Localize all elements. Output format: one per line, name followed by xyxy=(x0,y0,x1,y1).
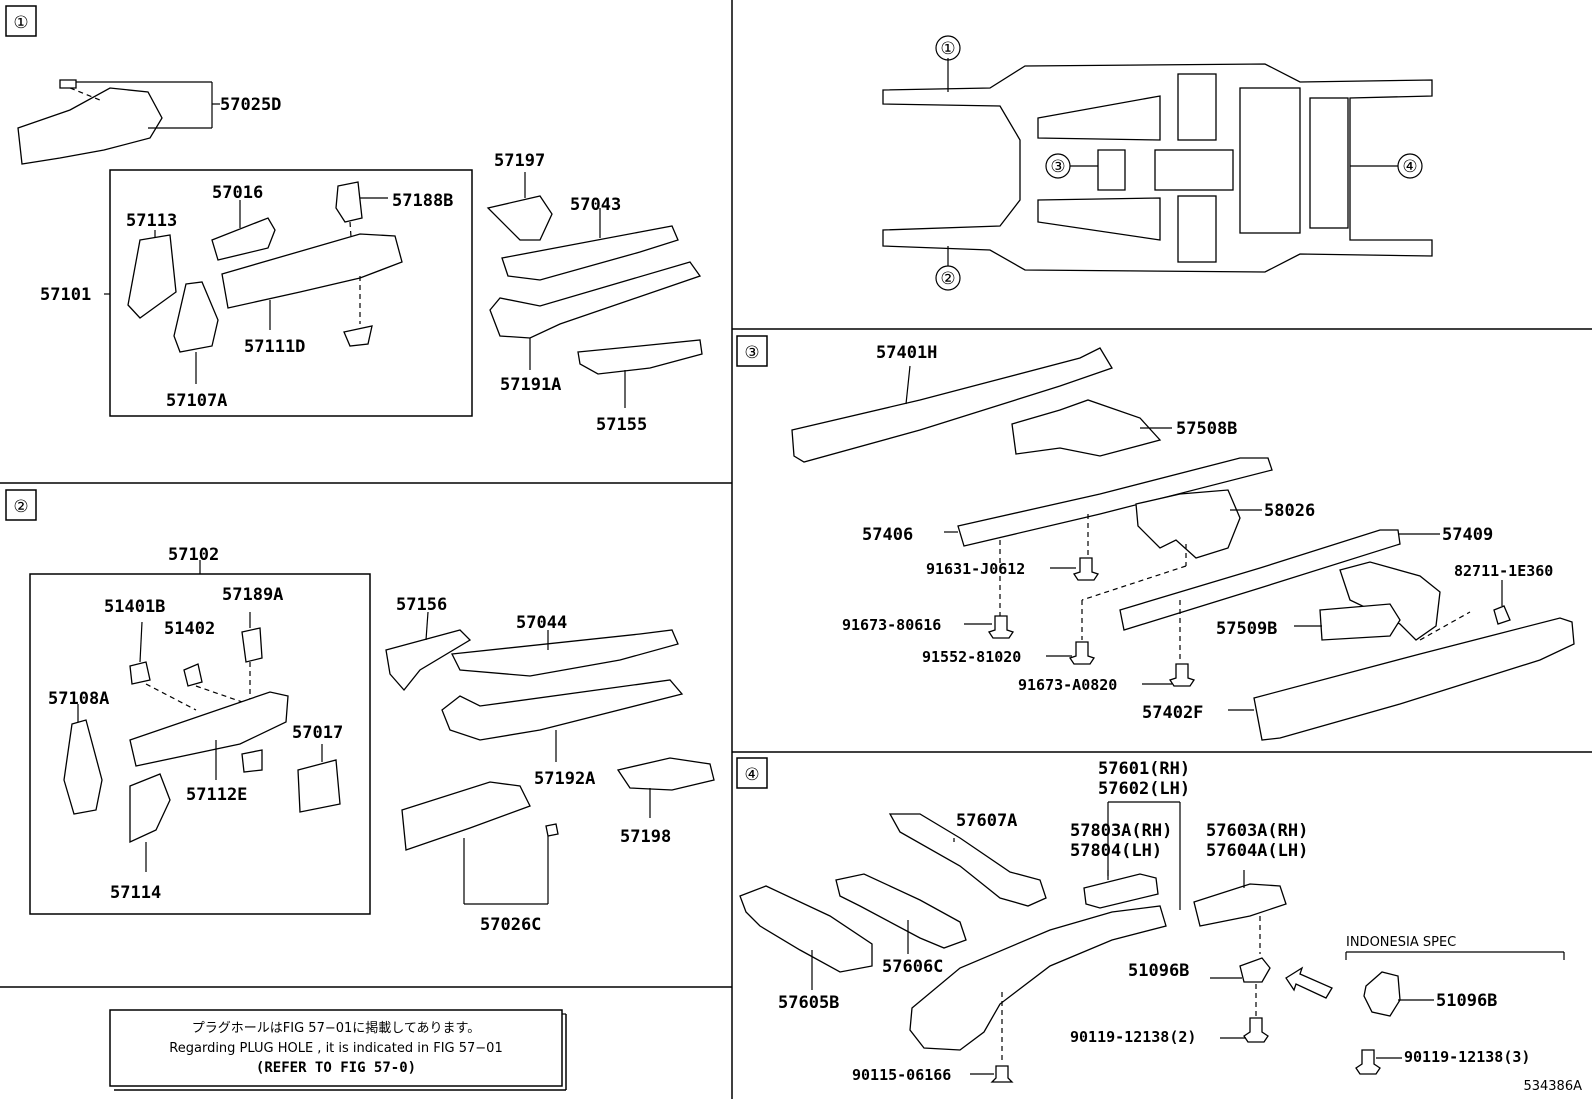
svg-text:③: ③ xyxy=(1050,157,1065,177)
label-57112E: 57112E xyxy=(186,785,247,805)
label-57401H: 57401H xyxy=(876,343,937,363)
label-90119-12138-2: 90119-12138(2) xyxy=(1070,1028,1196,1046)
section-2-labels: 57102 51401B 57189A 51402 57108A 57017 5… xyxy=(48,545,671,935)
label-91631-J0612: 91631-J0612 xyxy=(926,560,1025,578)
label-58026: 58026 xyxy=(1264,501,1315,521)
label-57604A-lh: 57604A(LH) xyxy=(1206,841,1308,861)
label-51402: 51402 xyxy=(164,619,215,639)
label-91552-81020: 91552-81020 xyxy=(922,648,1021,666)
section-3-labels: 57401H 57508B 58026 57406 57409 91631-J0… xyxy=(842,343,1553,723)
label-57025D: 57025D xyxy=(220,95,281,115)
svg-text:④: ④ xyxy=(744,765,759,785)
figure-id: 534386A xyxy=(1523,1079,1582,1094)
svg-text:②: ② xyxy=(940,269,955,289)
label-57108A: 57108A xyxy=(48,689,109,709)
label-51096B-indonesia: 51096B xyxy=(1436,991,1497,1011)
label-57017: 57017 xyxy=(292,723,343,743)
label-57606C: 57606C xyxy=(882,957,943,977)
label-91673-80616: 91673-80616 xyxy=(842,616,941,634)
section-3-parts xyxy=(791,347,1575,741)
label-57607A: 57607A xyxy=(956,811,1017,831)
label-57102: 57102 xyxy=(168,545,219,565)
label-57155: 57155 xyxy=(596,415,647,435)
section-2-parts xyxy=(29,560,715,915)
label-57043: 57043 xyxy=(570,195,621,215)
label-57101: 57101 xyxy=(40,285,91,305)
section-4-parts xyxy=(739,801,1565,1083)
section-4-labels: 57601(RH) 57602(LH) 57607A 57803A(RH) 57… xyxy=(778,759,1530,1084)
svg-text:②: ② xyxy=(13,497,28,517)
label-57605B: 57605B xyxy=(778,993,839,1013)
label-57191A: 57191A xyxy=(500,375,561,395)
section-marker-2: ② xyxy=(5,489,37,521)
section-1-parts xyxy=(17,79,703,417)
label-57044: 57044 xyxy=(516,613,567,633)
label-57111D: 57111D xyxy=(244,337,305,357)
label-57156: 57156 xyxy=(396,595,447,615)
plug-hole-note: プラグホールはFIG 57−01に掲載してあります。 Regarding PLU… xyxy=(109,1009,567,1091)
section-marker-1: ① xyxy=(5,5,37,37)
svg-text:④: ④ xyxy=(1402,157,1417,177)
label-57509B: 57509B xyxy=(1216,619,1277,639)
label-57114: 57114 xyxy=(110,883,161,903)
label-51096B: 51096B xyxy=(1128,961,1189,981)
label-57409: 57409 xyxy=(1442,525,1493,545)
note-ref: (REFER TO FIG 57-0) xyxy=(256,1060,416,1076)
label-57113: 57113 xyxy=(126,211,177,231)
note-jp: プラグホールはFIG 57−01に掲載してあります。 xyxy=(192,1020,480,1036)
svg-text:①: ① xyxy=(13,13,28,33)
indonesia-spec-title: INDONESIA SPEC xyxy=(1346,935,1456,950)
section-marker-3: ③ xyxy=(736,335,768,367)
label-57402F: 57402F xyxy=(1142,703,1203,723)
label-57602-lh: 57602(LH) xyxy=(1098,779,1190,799)
label-57804-lh: 57804(LH) xyxy=(1070,841,1162,861)
label-57016: 57016 xyxy=(212,183,263,203)
chassis-overview xyxy=(882,58,1433,273)
label-57406: 57406 xyxy=(862,525,913,545)
label-57197: 57197 xyxy=(494,151,545,171)
label-57026C: 57026C xyxy=(480,915,541,935)
section-1-labels: 57025D 57016 57188B 57113 57101 57111D 5… xyxy=(40,95,647,435)
overview-marker-4: ④ xyxy=(1397,153,1423,179)
label-57189A: 57189A xyxy=(222,585,283,605)
label-51401B: 51401B xyxy=(104,597,165,617)
overview-marker-1: ① xyxy=(935,35,961,61)
label-57188B: 57188B xyxy=(392,191,453,211)
section-marker-4: ④ xyxy=(736,757,768,789)
label-57508B: 57508B xyxy=(1176,419,1237,439)
label-57107A: 57107A xyxy=(166,391,227,411)
note-en: Regarding PLUG HOLE , it is indicated in… xyxy=(169,1041,502,1056)
label-90119-12138-3: 90119-12138(3) xyxy=(1404,1048,1530,1066)
label-91673-A0820: 91673-A0820 xyxy=(1018,676,1117,694)
label-57601-rh: 57601(RH) xyxy=(1098,759,1190,779)
label-57803A-rh: 57803A(RH) xyxy=(1070,821,1172,841)
overview-marker-3: ③ xyxy=(1045,153,1071,179)
label-82711-1E360: 82711-1E360 xyxy=(1454,562,1553,580)
svg-text:①: ① xyxy=(940,39,955,59)
label-57603A-rh: 57603A(RH) xyxy=(1206,821,1308,841)
svg-text:③: ③ xyxy=(744,343,759,363)
label-90115-06166: 90115-06166 xyxy=(852,1066,951,1084)
label-57192A: 57192A xyxy=(534,769,595,789)
label-57198: 57198 xyxy=(620,827,671,847)
overview-marker-2: ② xyxy=(935,265,961,291)
